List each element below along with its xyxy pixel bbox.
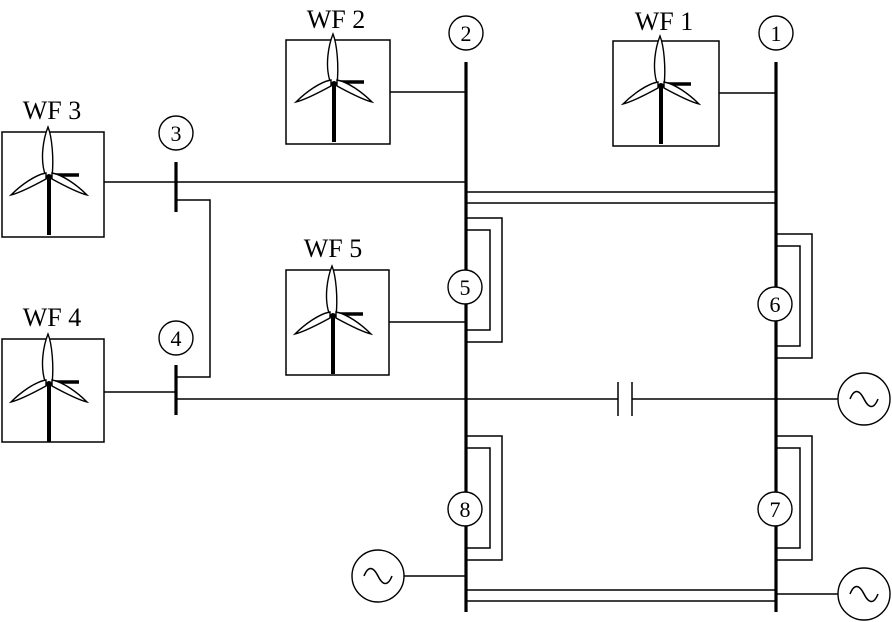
generator-icon-bottom-right: [837, 567, 891, 621]
transformer-loop-bus8: [466, 435, 503, 561]
bus-marker-1: 1: [758, 15, 794, 51]
line-bus3-bus4: [176, 199, 211, 378]
bus-marker-8: 8: [447, 491, 483, 527]
transformer-loop-bus5: [466, 217, 503, 343]
bus-number: 5: [460, 275, 471, 300]
wf5-box: [285, 269, 390, 376]
bus-marker-7: 7: [757, 491, 793, 527]
wf2-box: [285, 39, 391, 145]
bus-number: 7: [770, 497, 781, 522]
generator-icon-left: [351, 549, 405, 603]
wind-farm-wf2: WF 2: [285, 5, 391, 145]
wf3-label: WF 3: [23, 96, 82, 125]
wf2-label: WF 2: [307, 5, 366, 34]
bus-number: 2: [461, 21, 472, 46]
transformer-loop-bus7: [776, 435, 813, 561]
bus-marker-6: 6: [757, 286, 793, 322]
wf1-label: WF 1: [635, 7, 694, 36]
wind-farm-wf4: WF 4: [1, 303, 105, 444]
transformer-loop-bus6: [776, 233, 813, 359]
wf1-box: [612, 40, 720, 147]
wf5-label: WF 5: [304, 234, 363, 263]
series-capacitor: [617, 382, 633, 416]
wind-farm-wf1: WF 1: [612, 7, 720, 147]
wf4-box: [1, 338, 105, 443]
generator-icon-right: [837, 372, 891, 426]
bus-marker-3: 3: [158, 115, 194, 151]
wf4-label: WF 4: [23, 303, 82, 332]
bus-marker-5: 5: [447, 269, 483, 305]
wf3-box: [1, 131, 105, 238]
bus-marker-4: 4: [158, 320, 194, 356]
bus-number: 4: [171, 326, 182, 351]
bus-number: 8: [460, 497, 471, 522]
bus-marker-2: 2: [448, 15, 484, 51]
bus-number: 6: [770, 292, 781, 317]
bus-number: 1: [771, 21, 782, 46]
bus-number: 3: [171, 121, 182, 146]
wind-farm-wf3: WF 3: [1, 96, 105, 238]
wind-farm-wf5: WF 5: [285, 234, 390, 376]
